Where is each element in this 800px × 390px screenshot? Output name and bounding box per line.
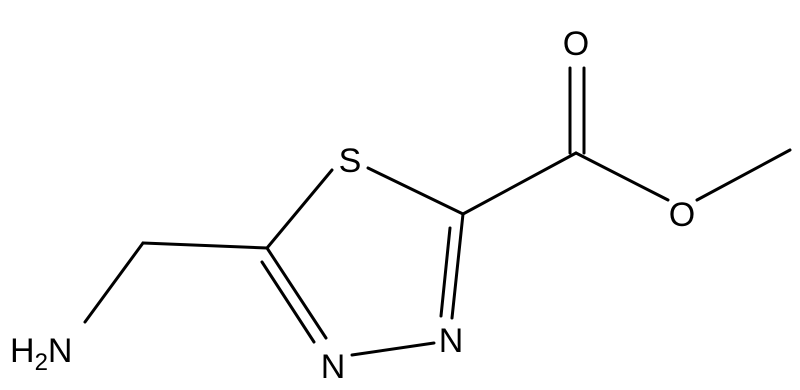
bond-c5-ch2 [141,241,269,250]
bonds [83,66,792,357]
bond-c2-n3-a [450,212,465,320]
amine-n: N [48,332,73,370]
bond-s-c5 [265,168,334,250]
atom-labels: S O O N N H2N [10,25,695,386]
atom-oxygen-ester: O [669,196,695,234]
amine-h: H [10,332,35,370]
atom-oxygen-carbonyl: O [563,25,589,63]
bond-oester-methyl [695,148,792,202]
bond-n4-c5-a [265,246,328,340]
bond-c2-n3-b [439,226,452,318]
amine-subscript: 2 [35,349,48,376]
bond-ch2-nh2 [83,241,145,324]
bond-s-c2 [366,166,465,216]
atom-sulfur: S [339,142,362,180]
atom-nitrogen-4: N [321,348,346,386]
atom-amine: H2N [10,332,72,376]
bond-c2-carbonyl [461,151,578,216]
bond-n3-n4 [350,341,436,357]
bond-carbonyl-oester [574,151,670,202]
atom-nitrogen-3: N [439,322,464,360]
bond-n4-c5-b [260,260,316,344]
